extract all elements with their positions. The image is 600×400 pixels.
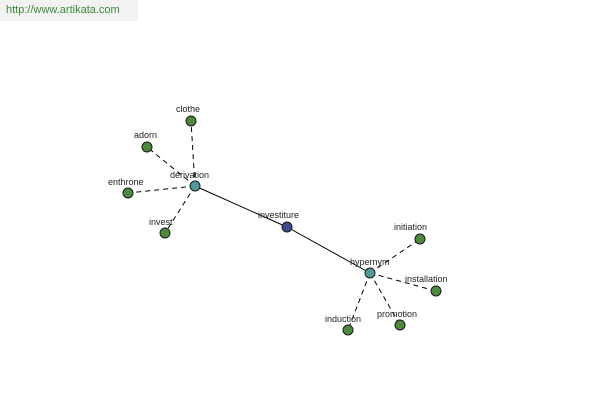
hub-derivation-label[interactable]: derivation [170, 170, 209, 180]
edges [127, 120, 437, 331]
leaf-installation-node[interactable] [430, 285, 442, 297]
leaf-promotion-node[interactable] [394, 319, 406, 331]
hub-hypernym-label[interactable]: hypernym [350, 257, 390, 267]
hub-hypernym-node[interactable] [364, 267, 376, 279]
edge-hypernym-initiation [369, 238, 421, 274]
leaf-installation-label[interactable]: installation [405, 274, 448, 284]
labels: investiture derivation hypernym clothe adorn… [108, 104, 448, 324]
leaf-adorn-node[interactable] [141, 141, 153, 153]
leaf-invest-label[interactable]: invest [149, 217, 173, 227]
leaf-adorn-label[interactable]: adorn [134, 130, 157, 140]
site-url[interactable]: http://www.artikata.com [0, 0, 138, 21]
leaf-initiation-label[interactable]: initiation [394, 222, 427, 232]
hub-derivation-node[interactable] [189, 180, 201, 192]
leaf-enthrone-label[interactable]: enthrone [108, 177, 144, 187]
edge-center-hypernym [286, 226, 371, 274]
leaf-clothe-label[interactable]: clothe [176, 104, 200, 114]
edge-derivation-enthrone [127, 185, 196, 194]
nodes [122, 115, 442, 336]
leaf-initiation-node[interactable] [414, 233, 426, 245]
center-investiture-node[interactable] [281, 221, 293, 233]
edge-hypernym-induction [347, 272, 371, 331]
leaf-clothe-node[interactable] [185, 115, 197, 127]
leaf-invest-node[interactable] [159, 227, 171, 239]
center-investiture-label[interactable]: investiture [258, 210, 299, 220]
leaf-enthrone-node[interactable] [122, 187, 134, 199]
edge-derivation-invest [164, 185, 196, 234]
leaf-promotion-label[interactable]: promotion [377, 309, 417, 319]
edge-derivation-clothe [190, 120, 196, 187]
edge-derivation-adorn [146, 146, 196, 187]
leaf-induction-label[interactable]: induction [325, 314, 361, 324]
edge-hypernym-promotion [369, 272, 401, 326]
edge-hypernym-installation [369, 272, 437, 292]
edge-center-derivation [194, 185, 288, 228]
leaf-induction-node[interactable] [342, 324, 354, 336]
